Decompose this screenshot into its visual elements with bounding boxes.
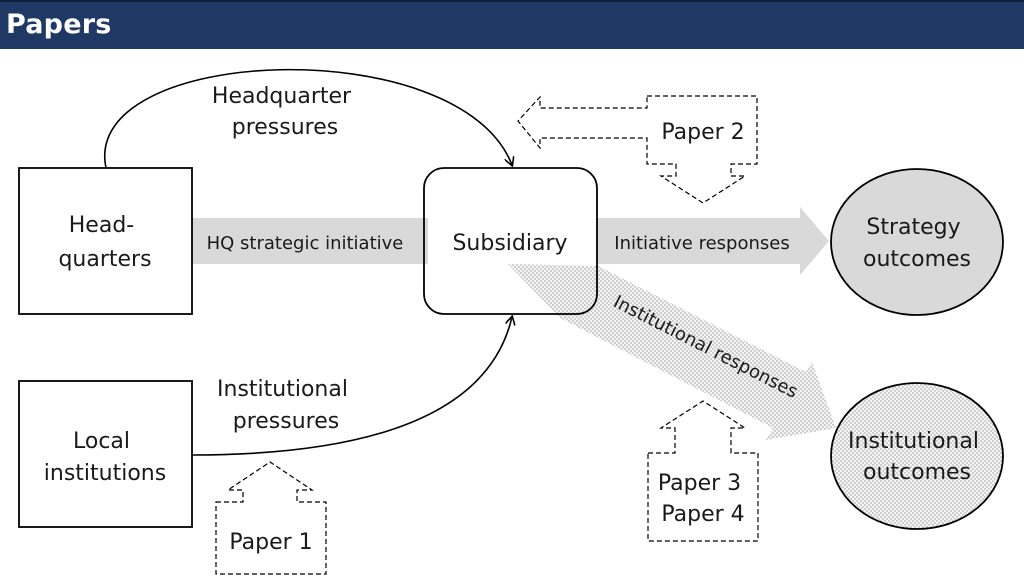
svg-text:Institutional outcomes: Institutional outcomes: [848, 429, 986, 485]
strategy-outcomes-ellipse: [830, 168, 1004, 316]
paper4-label: Paper 4: [661, 502, 744, 527]
initiative-responses-label: Initiative responses: [614, 233, 789, 254]
hq-strategic-initiative-label: HQ strategic initiative: [207, 233, 404, 254]
local-institutions-box: [18, 380, 193, 528]
subsidiary-box: [423, 167, 598, 315]
svg-text:Strategy outcomes: Strategy outcomes: [863, 215, 971, 272]
local-institutions-label-line1: Local: [73, 429, 130, 454]
headquarters-label-line1: Head-: [69, 213, 134, 238]
svg-text:Headquarter pressures: Headquarter pressures: [212, 84, 358, 140]
paper1-label: Paper 1: [229, 530, 312, 555]
subsidiary-label: Subsidiary: [452, 231, 567, 256]
paper3-4-callout: [647, 400, 759, 542]
title-bar: Papers: [0, 0, 1024, 49]
paper3-label: Paper 3: [658, 471, 741, 496]
svg-text:Head- quarters: Head- quarters: [58, 213, 151, 272]
paper2-callout: [517, 95, 758, 204]
institutional-pressures-curve: [191, 317, 512, 456]
local-institutions-label-line2: institutions: [44, 461, 166, 486]
initiative-responses-arrow: [596, 207, 829, 275]
headquarters-label-line2: quarters: [58, 247, 151, 272]
headquarters-box: [18, 167, 193, 315]
headquarter-pressures-curve: [103, 68, 512, 169]
paper2-label: Paper 2: [661, 120, 744, 145]
svg-text:Institutional pressures: Institutional pressures: [217, 377, 355, 434]
headquarter-pressures-line1: Headquarter: [212, 84, 352, 109]
paper1-callout: [215, 461, 327, 575]
institutional-responses-arrow: [508, 264, 836, 440]
headquarter-pressures-line2: pressures: [232, 115, 339, 140]
institutional-outcomes-line1: Institutional: [848, 429, 979, 454]
strategy-outcomes-line2: outcomes: [863, 247, 971, 272]
svg-text:Local institutions: Local institutions: [44, 429, 166, 486]
strategy-outcomes-line1: Strategy: [866, 215, 960, 240]
page-title: Papers: [6, 9, 112, 40]
institutional-outcomes-line2: outcomes: [863, 460, 971, 485]
hq-initiative-band: [192, 218, 428, 264]
institutional-pressures-line1: Institutional: [217, 377, 348, 402]
institutional-pressures-line2: pressures: [233, 409, 340, 434]
institutional-outcomes-ellipse: [830, 382, 1004, 530]
svg-text:Paper 3 Paper 4: Paper 3 Paper 4: [658, 471, 748, 527]
